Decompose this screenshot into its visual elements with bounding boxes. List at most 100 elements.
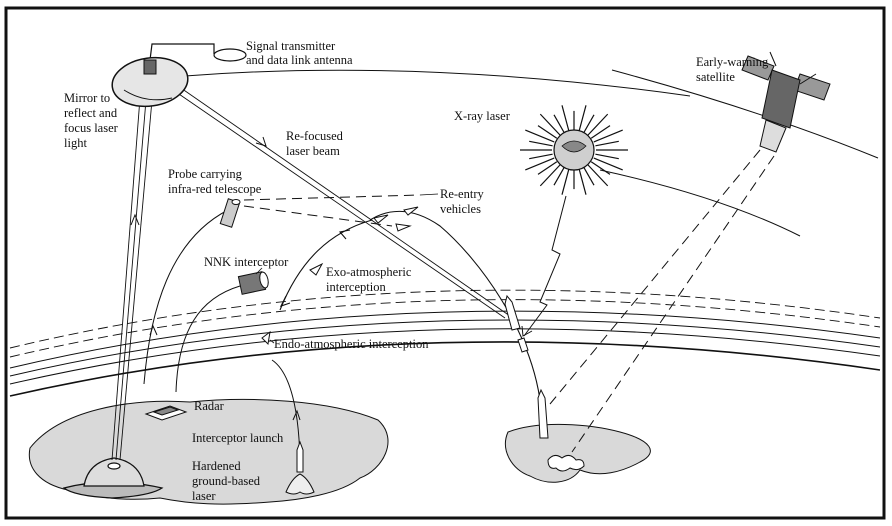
- xray-rod: [578, 168, 587, 195]
- leader-endo: [269, 339, 275, 344]
- atmosphere-dashed-inner: [9, 299, 881, 358]
- sightline-to-launch: [571, 155, 775, 453]
- probe-vehicle: [219, 198, 241, 228]
- orbit-arc-right: [611, 69, 879, 159]
- atmosphere-solid-3: [9, 328, 881, 385]
- xray-rod: [537, 125, 558, 139]
- early-warning-satellite: [741, 51, 831, 153]
- xray-rod: [561, 105, 570, 132]
- radar-body: [152, 406, 180, 416]
- label-radar: Radar: [194, 399, 225, 413]
- label-refocused-beam: Re-focused laser beam: [286, 129, 346, 158]
- refocused-beam-line-1: [175, 91, 506, 319]
- xray-rod: [595, 140, 619, 147]
- xray-rod: [595, 153, 619, 160]
- xray-rod: [525, 129, 555, 143]
- ground-laser-beam-2: [115, 99, 147, 461]
- missile-stage-upper: [504, 294, 521, 331]
- label-hardened-laser: Hardened ground-based laser: [192, 459, 263, 503]
- launching-missile: [537, 388, 549, 439]
- atmosphere-layers: [9, 289, 881, 397]
- refocused-beam-line-2: [177, 85, 511, 317]
- ground-laser-beam-1: [111, 97, 141, 461]
- reentry-descent-arrow: [338, 229, 351, 240]
- xray-rod: [590, 161, 611, 175]
- satellite-body: [761, 69, 801, 129]
- xray-rod: [539, 164, 561, 187]
- reentry-descent: [279, 219, 373, 311]
- nnk-vehicle: [237, 271, 269, 295]
- probe-sightline-upper: [243, 194, 421, 201]
- xray-zigzag-beam: [521, 195, 567, 337]
- refocused-laser-beam: [175, 85, 511, 319]
- xray-beam-path: [523, 195, 567, 337]
- xray-rod: [553, 166, 566, 186]
- orbit-arcs: [184, 69, 879, 237]
- xray-rod: [553, 114, 566, 134]
- probe-sightline-lower: [243, 205, 393, 227]
- label-leaders: [255, 193, 439, 344]
- atmosphere-solid-1: [9, 310, 881, 369]
- dome-hatch: [107, 462, 121, 470]
- xray-beam-arrow: [521, 325, 533, 337]
- label-interceptor-launch: Interceptor launch: [192, 431, 284, 445]
- leader-nnk: [255, 267, 263, 275]
- ground-laser-beams: [111, 97, 153, 461]
- landmass-right: [505, 423, 651, 483]
- ballistic-missiles: [504, 294, 549, 439]
- xray-rod: [578, 105, 587, 132]
- label-endo: Endo-atmospheric interception: [274, 337, 429, 351]
- ground-laser-beam-arrow: [130, 213, 140, 226]
- leader-reentry: [419, 193, 439, 196]
- label-nnk: NNK interceptor: [204, 255, 289, 269]
- xray-core-detail: [561, 140, 587, 153]
- nnk-path: [175, 285, 241, 393]
- ground-laser-beam-3: [119, 99, 153, 461]
- xray-rod: [587, 113, 609, 136]
- orbit-arc-upper: [184, 69, 691, 97]
- diagram-labels: Signal transmitter and data link antenna…: [64, 39, 771, 503]
- label-reentry: Re-entry vehicles: [440, 187, 487, 216]
- rv-exo: [309, 262, 324, 276]
- orbit-arc-middle: [599, 169, 801, 237]
- descent-arrow: [279, 295, 291, 307]
- missile-stage-lower: [517, 337, 529, 353]
- rv-1: [403, 206, 419, 216]
- probe-trajectory: [143, 194, 421, 385]
- nnk-trajectory: [175, 285, 241, 393]
- endo-arrow: [292, 409, 301, 421]
- xray-rod: [587, 164, 609, 187]
- rv-endo: [261, 330, 271, 346]
- label-early-warning: Early-warning satellite: [696, 55, 771, 84]
- label-exo: Exo-atmospheric interception: [326, 265, 415, 294]
- antenna-dish: [213, 48, 247, 62]
- xray-rod: [593, 129, 623, 143]
- atmosphere-dashed-outer: [9, 289, 881, 349]
- xray-rays: [520, 105, 628, 195]
- xray-rod: [525, 157, 555, 171]
- antenna-mast: [149, 43, 215, 61]
- nnk-face: [259, 271, 269, 289]
- rocket-body: [296, 440, 304, 473]
- satellite-sightlines: [549, 149, 775, 453]
- label-mirror: Mirror to reflect and focus laser light: [64, 91, 121, 150]
- rocket-exhaust: [285, 473, 315, 495]
- earth-surface-arc: [9, 341, 881, 397]
- xray-rod: [539, 113, 561, 136]
- interceptor-rocket: [285, 440, 315, 495]
- xray-rod: [537, 161, 558, 175]
- xray-rod: [529, 140, 553, 147]
- launch-smoke: [547, 454, 585, 472]
- label-xray-laser: X-ray laser: [454, 109, 511, 123]
- orbital-mirror: [111, 43, 247, 108]
- xray-rod: [582, 166, 595, 186]
- xray-rod: [529, 153, 553, 160]
- ground-laser-dome: [62, 457, 164, 499]
- xray-laser-satellite: [520, 105, 628, 195]
- xray-rod: [561, 168, 570, 195]
- refocused-beam-arrow: [255, 136, 267, 147]
- label-probe: Probe carrying infra-red telescope: [168, 167, 262, 196]
- xray-rod: [582, 114, 595, 134]
